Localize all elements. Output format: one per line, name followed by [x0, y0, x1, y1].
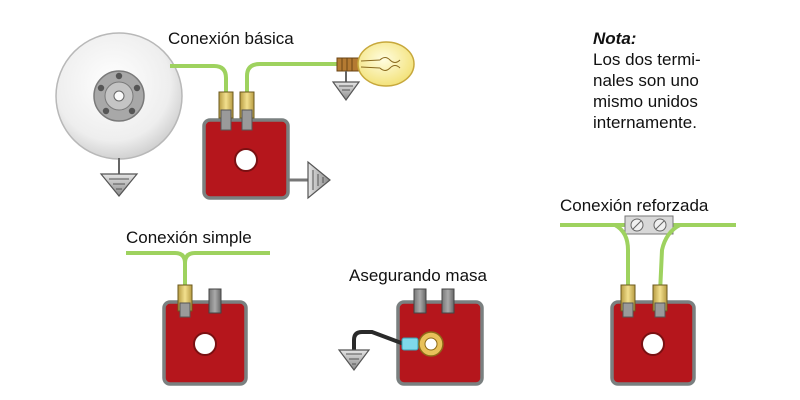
- label-simple-connection: Conexión simple: [126, 228, 252, 247]
- ground-symbol-icon: [99, 173, 139, 197]
- ground-symbol-icon: [307, 160, 331, 200]
- component-body: [202, 118, 290, 200]
- terminal-connector: [652, 284, 668, 318]
- terminal-connector: [177, 284, 193, 318]
- terminal-connector: [620, 284, 636, 318]
- wire: [126, 251, 187, 293]
- note-line: internamente.: [593, 113, 697, 132]
- terminal-tab: [441, 288, 455, 314]
- ring-terminal: [418, 331, 444, 357]
- note-line: mismo unidos: [593, 92, 698, 111]
- wire: [613, 223, 630, 293]
- component-body: [162, 300, 248, 386]
- terminal-connector: [239, 91, 255, 131]
- terminal-tab: [208, 288, 222, 314]
- note-title: Nota:: [593, 29, 637, 48]
- note-line: Los dos termi-: [593, 50, 701, 69]
- ground-symbol-icon: [337, 349, 371, 371]
- ground-cable: [352, 330, 405, 350]
- wire: [170, 64, 228, 92]
- label-basic-connection: Conexión básica: [168, 29, 294, 48]
- terminal-tab: [413, 288, 427, 314]
- light-bulb-icon: [336, 41, 415, 87]
- component-body: [610, 300, 696, 386]
- wire: [658, 223, 681, 294]
- brake-disc-icon: [55, 32, 183, 160]
- terminal-connector: [218, 91, 234, 131]
- wire: [245, 62, 337, 92]
- label-ground-connection: Asegurando masa: [349, 266, 488, 285]
- label-reinforced-connection: Conexión reforzada: [560, 196, 709, 215]
- ground-symbol-icon: [331, 81, 361, 102]
- splice-connector: [624, 215, 674, 235]
- wire: [183, 251, 270, 264]
- note-line: nales son uno: [593, 71, 699, 90]
- note-box: Nota: Los dos termi- nales son uno mismo…: [593, 28, 763, 133]
- ring-sleeve: [401, 337, 419, 351]
